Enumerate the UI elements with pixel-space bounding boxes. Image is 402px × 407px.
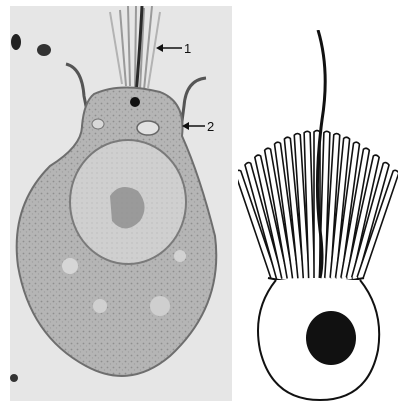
debris bbox=[11, 34, 21, 50]
vacuole bbox=[150, 296, 170, 316]
annotation-label-1: 1 bbox=[184, 42, 191, 55]
annotation-label-2: 2 bbox=[207, 120, 214, 133]
vacuole bbox=[62, 258, 78, 274]
debris bbox=[37, 44, 51, 56]
vacuole bbox=[174, 250, 186, 262]
vesicle bbox=[137, 121, 159, 135]
basal-body bbox=[130, 97, 140, 107]
debris bbox=[10, 374, 18, 382]
nucleus bbox=[306, 311, 356, 365]
vesicle bbox=[92, 119, 104, 129]
vacuole bbox=[93, 299, 107, 313]
schematic-drawing bbox=[238, 30, 398, 402]
electron-micrograph bbox=[10, 6, 232, 401]
